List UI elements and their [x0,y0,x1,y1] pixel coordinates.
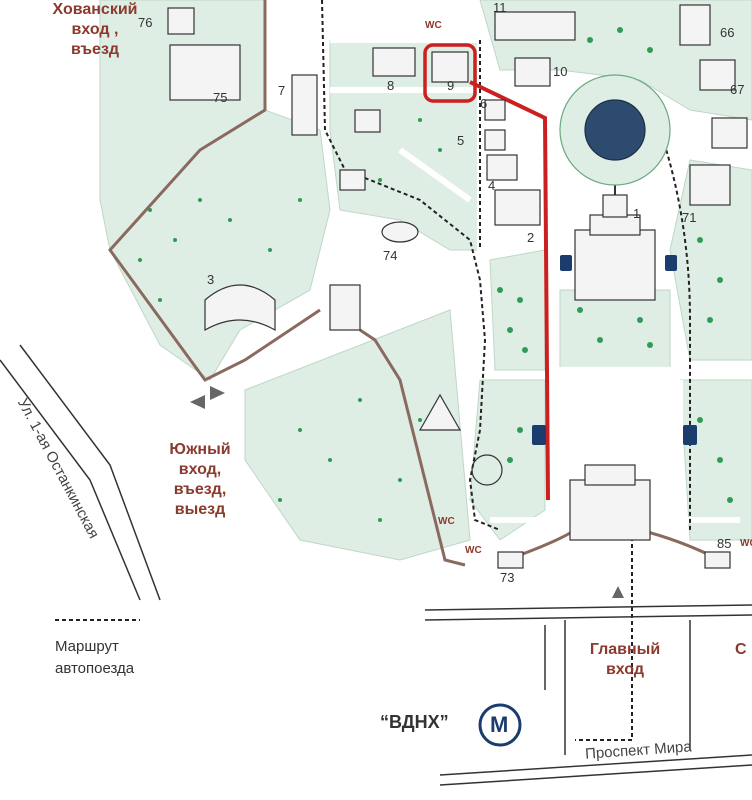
main-entrance-label: Главный вход [589,641,661,678]
pavilion-number: 5 [457,133,465,148]
pavilion-number: 2 [527,230,535,245]
south-entrance-label: Южный вход, въезд, выезд [169,441,231,518]
street-lines [0,344,752,786]
pavilion-number: 74 [383,248,398,263]
pavilion-number: 10 [553,64,568,79]
right-entrance-label: С [735,641,747,658]
pavilion-number: 76 [138,15,153,30]
metro-icon [478,703,522,747]
pavilion-number: 11 [493,0,507,15]
pavilion-number: 1 [633,206,641,221]
pavilion-number: 75 [213,90,228,105]
pavilion-number: 6 [480,96,488,111]
wc-label: WC [425,20,442,31]
pavilion-number: 4 [488,178,496,193]
wc-label: WC [740,538,752,549]
pavilion-number: 9 [447,78,455,93]
pavilion-number: 8 [387,78,395,93]
pavilion-number: 3 [207,272,215,287]
pavilion-number: 71 [682,210,697,225]
buildings [167,4,748,569]
autotrain-route [321,0,691,741]
wc-icons [532,255,697,445]
pavilion-number: 7 [278,83,286,98]
metro-symbol-letter: М [490,712,509,737]
wc-label: WC [465,545,482,556]
pavilion-number: 73 [500,570,515,585]
highlight-route [423,43,550,501]
legend-route-line1: Маршрут [55,638,119,655]
khovansky-entrance-label: Хованский вход , въезд [52,1,138,58]
wc-label: WC [438,516,455,527]
pavilion-number: 66 [720,25,735,40]
trees [138,27,733,522]
pavilion-number: 67 [730,82,745,97]
entry-arrows [190,386,624,598]
metro-station-label: “ВДНХ” [380,712,449,732]
legend-route-line2: автопоезда [55,660,135,677]
pavilion-number: 85 [717,536,732,551]
park-areas [99,0,752,561]
